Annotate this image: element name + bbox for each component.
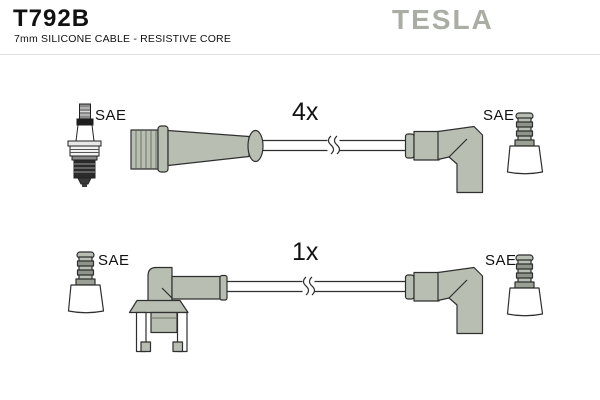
bracket-boot-connector [128, 266, 228, 353]
cable-break-icon [327, 135, 341, 155]
spark-plug-icon [67, 103, 102, 187]
cable-line [227, 276, 406, 296]
product-subtitle: 7mm SILICONE CABLE - RESISTIVE CORE [14, 33, 232, 45]
elbow-boot-connector [404, 125, 484, 194]
sae-terminal-icon [506, 112, 544, 175]
part-number: T792B [13, 5, 91, 32]
quantity-label: 4x [292, 98, 319, 126]
header-divider [0, 54, 600, 55]
quantity-label: 1x [292, 238, 319, 266]
sae-label: SAE [483, 107, 515, 124]
elbow-boot-connector [404, 266, 484, 335]
sae-label: SAE [98, 252, 130, 269]
straight-boot-connector [130, 125, 264, 173]
cable-assembly-row-1 [67, 103, 544, 194]
cable-line [263, 135, 406, 155]
cable-break-icon [302, 276, 316, 296]
sae-label: SAE [95, 107, 127, 124]
sae-terminal-icon [67, 251, 105, 314]
sae-label: SAE [485, 252, 517, 269]
cable-assembly-row-2 [67, 251, 544, 353]
sae-terminal-icon [506, 254, 544, 317]
brand-logo: TESLA [392, 4, 494, 35]
